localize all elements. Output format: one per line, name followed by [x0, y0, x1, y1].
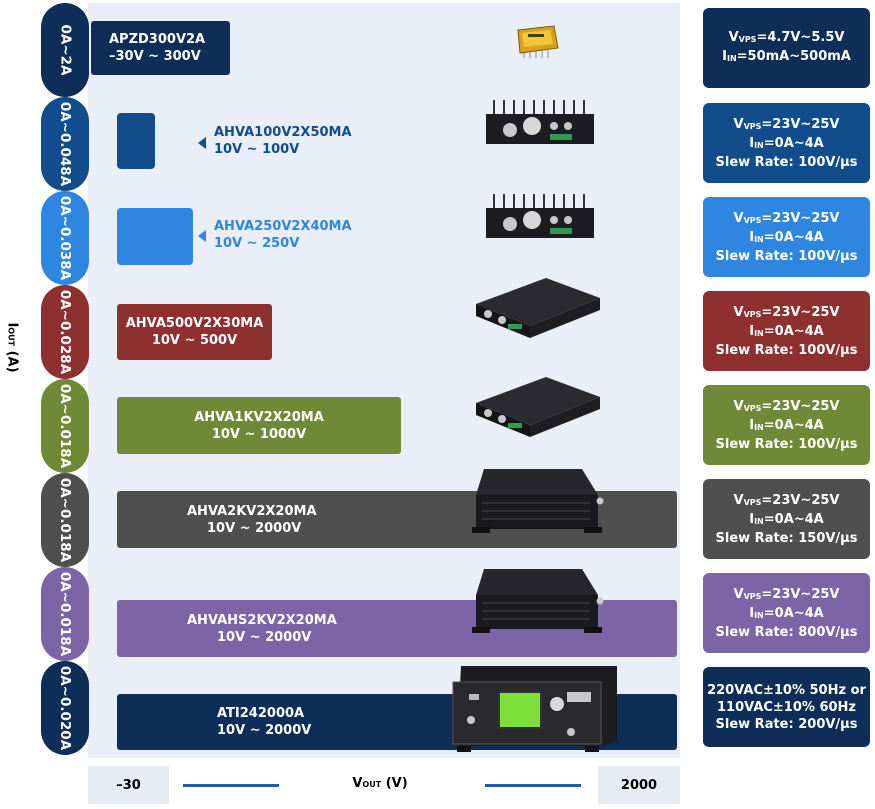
voltage-range: –30V ~ 300V [109, 49, 201, 64]
spec-line: IIN=0A~4A [749, 229, 824, 245]
x-axis-label: VOUT (V) [352, 776, 408, 791]
voltage-range: 10V ~ 1000V [211, 426, 307, 442]
model-name: AHVA2KV2X20MA [187, 503, 317, 519]
spec-box-apzd300v2a: VVPS=4.7V~5.5V IIN=50mA~500mA [703, 8, 870, 88]
current-pill-ahva100v2x50ma: 0A~0.048A [41, 97, 89, 191]
voltage-range: 10V ~ 500V [151, 333, 238, 348]
voltage-range: 10V ~ 250V [214, 236, 300, 251]
amplifier-box-icon [486, 194, 594, 238]
current-pill-ahva2kv2x20ma: 0A~0.018A [41, 473, 89, 567]
x-axis-line-right [485, 784, 581, 787]
spec-line: VVPS=23V~25V [733, 492, 840, 508]
spec-box-ahva250v2x40ma: VVPS=23V~25V IIN=0A~4A Slew Rate: 100V/µ… [703, 197, 870, 277]
spec-line: VVPS=23V~25V [733, 586, 840, 602]
current-pill-ahva250v2x40ma: 0A~0.038A [41, 191, 89, 285]
range-bar-ahva250v2x40ma [117, 208, 193, 265]
spec-box-ahva500v2x30ma: VVPS=23V~25V IIN=0A~4A Slew Rate: 100V/µ… [703, 291, 870, 371]
y-axis-label: IOUT (A) [4, 321, 20, 373]
model-name: AHVA250V2X40MA [214, 219, 352, 234]
spec-line: Slew Rate: 150V/µs [715, 530, 858, 546]
spec-line: IIN=0A~4A [749, 323, 824, 339]
spec-line: Slew Rate: 800V/µs [715, 624, 858, 640]
amplifier-box-icon [472, 569, 604, 633]
current-pill-apzd300v2a: 0A~2A [41, 3, 89, 97]
spec-box-ati242000a: 220VAC±10% 50Hz or 110VAC±10% 60Hz Slew … [703, 667, 870, 747]
current-pill-ati242000a: 0A~0.020A [41, 661, 89, 755]
current-pill-ahva1kv2x20ma: 0A~0.018A [41, 379, 89, 473]
spec-line: IIN=0A~4A [749, 135, 824, 151]
spec-line: VVPS=23V~25V [733, 210, 840, 226]
spec-line: VVPS=23V~25V [733, 398, 840, 414]
spec-line: IIN=0A~4A [749, 605, 824, 621]
amplifier-box-icon [472, 469, 604, 533]
spec-box-ahva100v2x50ma: VVPS=23V~25V IIN=0A~4A Slew Rate: 100V/µ… [703, 103, 870, 183]
spec-line: IIN=0A~4A [749, 511, 824, 527]
range-bar-ahva1kv2x20ma: AHVA1KV2X20MA 10V ~ 1000V [117, 397, 401, 454]
callout-arrow [198, 137, 206, 149]
range-bar-ahva100v2x50ma [117, 113, 155, 169]
amplifier-box-icon [486, 100, 594, 144]
spec-line: Slew Rate: 100V/µs [715, 248, 858, 264]
spec-box-ahva1kv2x20ma: VVPS=23V~25V IIN=0A~4A Slew Rate: 100V/µ… [703, 385, 870, 465]
spec-line: VVPS=23V~25V [733, 304, 840, 320]
model-name: APZD300V2A [109, 32, 206, 47]
current-pill-ahvahs2kv2x20ma: 0A~0.018A [41, 567, 89, 661]
spec-line: IIN=50mA~500mA [722, 49, 851, 64]
spec-line: VVPS=23V~25V [733, 116, 840, 132]
module-chip-icon [517, 25, 559, 58]
model-name: AHVA100V2X50MA [214, 125, 352, 140]
model-name: AHVA500V2X30MA [125, 316, 264, 331]
spec-line: Slew Rate: 200V/µs [715, 716, 858, 732]
model-name: ATI242000A [217, 706, 305, 721]
voltage-range: 10V ~ 2000V [207, 520, 302, 536]
spec-line: Slew Rate: 100V/µs [715, 436, 858, 452]
model-label-ahva100v2x50ma: AHVA100V2X50MA 10V ~ 100V [214, 124, 352, 158]
voltage-range: 10V ~ 2000V [217, 629, 312, 645]
amplifier-box-icon [476, 377, 600, 437]
spec-line: Slew Rate: 100V/µs [715, 154, 858, 170]
voltage-range: 10V ~ 100V [214, 142, 300, 157]
spec-line: VVPS=4.7V~5.5V [728, 30, 845, 45]
benchtop-instrument-icon [452, 666, 617, 752]
x-axis-line-left [183, 784, 279, 787]
amplifier-box-icon [476, 278, 600, 338]
range-bar-ahva500v2x30ma: AHVA500V2X30MA 10V ~ 500V [117, 304, 272, 360]
spec-box-ahvahs2kv2x20ma: VVPS=23V~25V IIN=0A~4A Slew Rate: 800V/µ… [703, 573, 870, 653]
current-pill-ahva500v2x30ma: 0A~0.028A [41, 285, 89, 379]
x-axis-min-label: –30 [88, 766, 169, 804]
model-name: AHVAHS2KV2X20MA [187, 612, 337, 628]
spec-line: 110VAC±10% 60Hz [717, 699, 856, 715]
voltage-range: 10V ~ 2000V [217, 723, 312, 738]
model-label-ahva250v2x40ma: AHVA250V2X40MA 10V ~ 250V [214, 218, 352, 252]
spec-box-ahva2kv2x20ma: VVPS=23V~25V IIN=0A~4A Slew Rate: 150V/µ… [703, 479, 870, 559]
spec-line: 220VAC±10% 50Hz or [707, 682, 866, 698]
model-name: AHVA1KV2X20MA [194, 409, 324, 425]
spec-line: Slew Rate: 100V/µs [715, 342, 858, 358]
spec-line: IIN=0A~4A [749, 417, 824, 433]
callout-arrow [198, 230, 206, 242]
range-bar-apzd300v2a: APZD300V2A –30V ~ 300V [91, 21, 230, 75]
x-axis-max-label: 2000 [598, 766, 680, 804]
